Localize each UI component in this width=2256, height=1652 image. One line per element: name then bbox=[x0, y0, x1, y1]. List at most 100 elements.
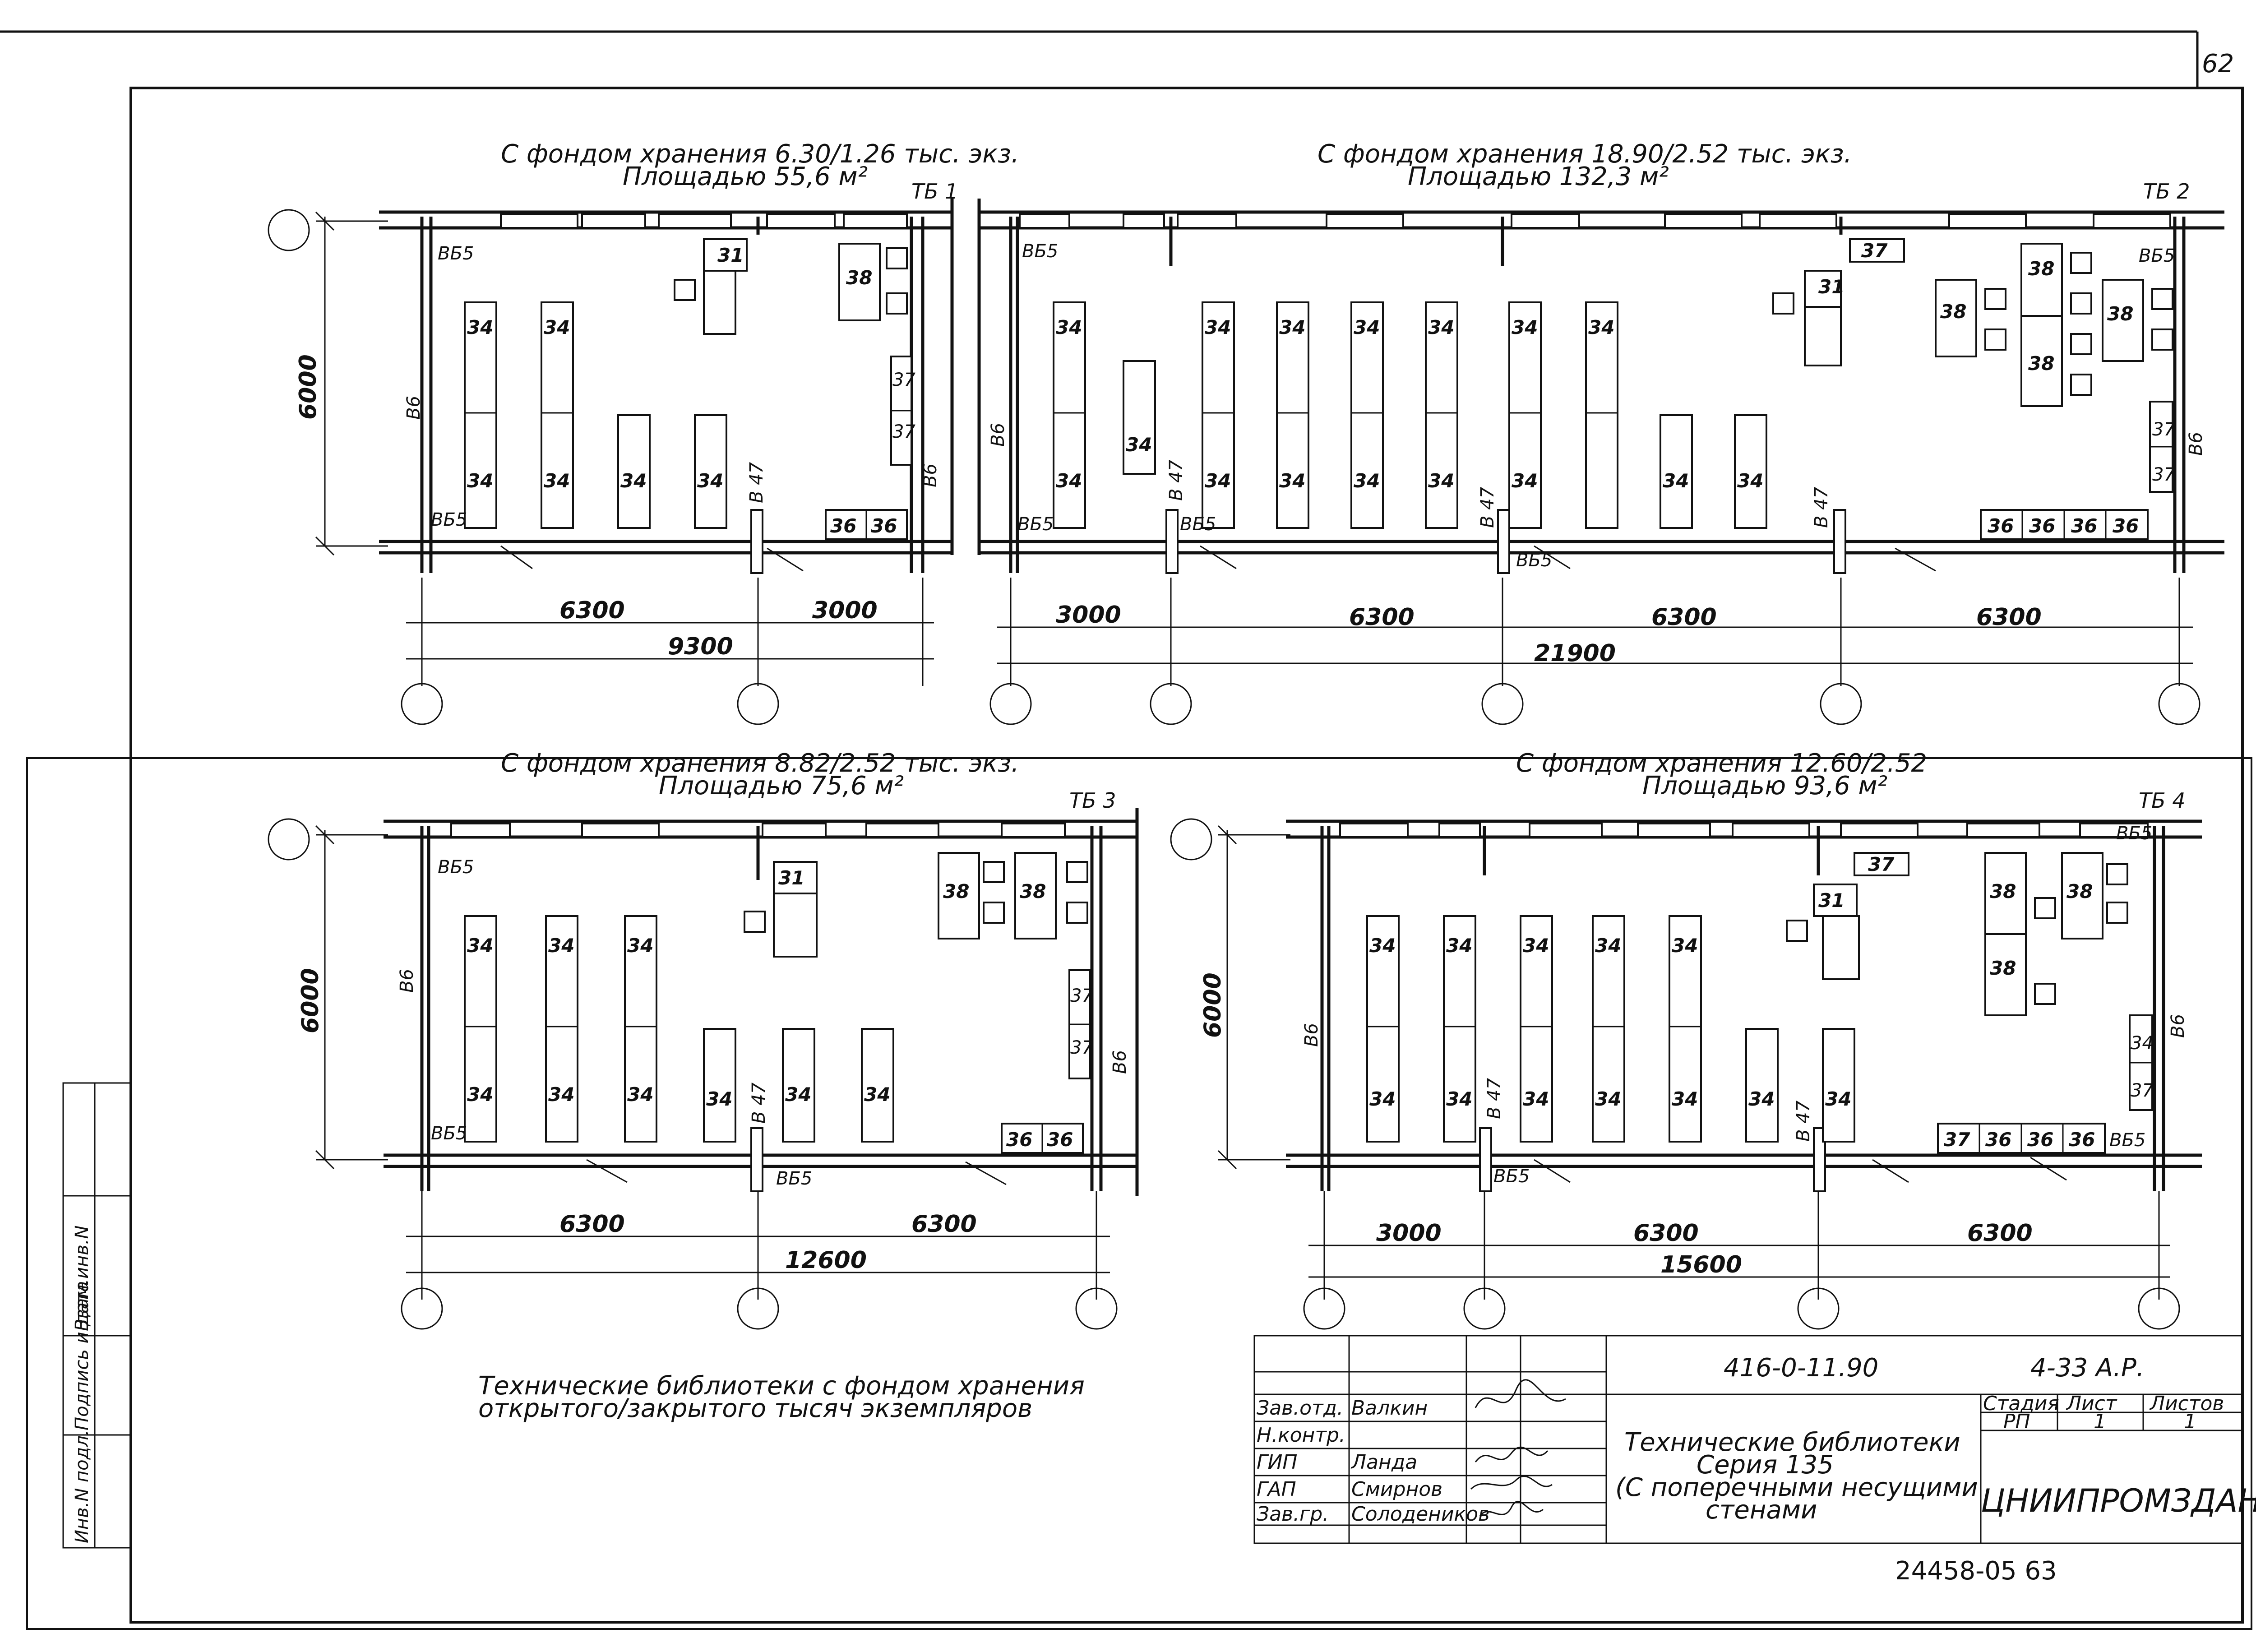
bottom-code: 24458-05 63 bbox=[1895, 1556, 2057, 1586]
plan-tb3-area: Площадью 75,6 м² bbox=[659, 771, 904, 801]
tb4-shelf-8: 34 bbox=[1595, 1088, 1621, 1110]
sheet-value: 1 bbox=[2094, 1410, 2106, 1433]
name-5: Солодеников bbox=[1351, 1503, 1490, 1526]
name-1: Валкин bbox=[1351, 1397, 1428, 1420]
tb4-shelf-12: 34 bbox=[1825, 1088, 1851, 1110]
plan-tb1: С фондом хранения 6.30/1.26 тыс. экз. Пл… bbox=[268, 139, 1019, 725]
tb2-unit-4: 36 bbox=[2113, 515, 2139, 537]
album-code: 4-33 А.Р. bbox=[2030, 1353, 2145, 1383]
description-4: стенами bbox=[1706, 1495, 1817, 1525]
tb2-shelf-9: 34 bbox=[1354, 470, 1380, 492]
role-2: Н.контр. bbox=[1257, 1424, 1345, 1447]
signature-4 bbox=[1470, 1476, 1553, 1490]
tb2-unit-1: 36 bbox=[1988, 515, 2014, 537]
stage-value: РП bbox=[2003, 1410, 2030, 1433]
tb4-dim-3: 6300 bbox=[1967, 1220, 2033, 1247]
tb4-label-v47-1: В 47 bbox=[1484, 1078, 1505, 1119]
tb3-label-vb5-mid: ВБ5 bbox=[776, 1168, 812, 1189]
tb4-shelf-2: 34 bbox=[1369, 1088, 1396, 1110]
tb3-label-vb5-bottom: ВБ5 bbox=[431, 1123, 467, 1144]
plan-tb4: С фондом хранения 12.60/2.52 Площадью 93… bbox=[1170, 749, 2202, 1330]
tb4-cabinet-top: 37 bbox=[1868, 853, 1895, 875]
tb2-unit-3: 36 bbox=[2071, 515, 2097, 537]
tb4-table-2: 38 bbox=[1990, 957, 2016, 979]
description-2: Серия 135 bbox=[1697, 1450, 1834, 1480]
stage-header: Стадия bbox=[1983, 1392, 2059, 1415]
signature-1 bbox=[1475, 1379, 1566, 1408]
tb2-label-v6-left: В6 bbox=[988, 423, 1008, 447]
tb3-desk: 31 bbox=[778, 867, 804, 889]
tb4-shelf-3: 34 bbox=[1446, 935, 1472, 957]
tb4-unit-4: 36 bbox=[2069, 1129, 2095, 1151]
sheets-header: Листов bbox=[2149, 1392, 2224, 1415]
tb3-dim-1: 6300 bbox=[559, 1211, 625, 1238]
tb2-cabinet-1: 37 bbox=[2152, 419, 2175, 440]
tb4-label-v6-right: В6 bbox=[2168, 1014, 2188, 1038]
plan-tb1-tag: ТБ 1 bbox=[911, 179, 958, 204]
tb4-shelf-1: 34 bbox=[1369, 935, 1396, 957]
tb1-shelf-d: 34 bbox=[697, 470, 723, 492]
tb4-shelf-5: 34 bbox=[1523, 935, 1549, 957]
tb4-shelf-4: 34 bbox=[1446, 1088, 1472, 1110]
tb2-shelf-14: 34 bbox=[1588, 316, 1614, 338]
description-3: (С поперечными несущими bbox=[1615, 1473, 1978, 1502]
tb2-label-vb5-4: ВБ5 bbox=[1180, 514, 1216, 535]
side-stamp-sign: Подпись и дата bbox=[72, 1281, 92, 1430]
tb2-label-v6-right: В6 bbox=[2186, 432, 2206, 456]
plan-tb2-title: С фондом хранения 18.90/2.52 тыс. экз. bbox=[1318, 139, 1852, 169]
tb2-shelf-10: 34 bbox=[1428, 316, 1454, 338]
tb4-shelf-9: 34 bbox=[1672, 935, 1698, 957]
plan-tb1-area: Площадью 55,6 м² bbox=[623, 162, 868, 191]
tb1-shelf-c: 34 bbox=[620, 470, 647, 492]
tb1-shelf-b1: 34 bbox=[544, 316, 570, 338]
tb1-desk: 31 bbox=[717, 244, 744, 266]
tb2-table-3: 38 bbox=[2028, 352, 2054, 375]
tb2-label-v47-1: В 47 bbox=[1166, 459, 1187, 501]
tb3-cabinet-2: 37 bbox=[1070, 1037, 1093, 1058]
tb2-dim-total: 21900 bbox=[1534, 640, 1616, 667]
title-block: 416-0-11.90 4-33 А.Р. Зав.отд. Н.контр. … bbox=[1253, 1335, 2256, 1544]
tb1-label-v6-left: В6 bbox=[403, 396, 424, 420]
tb3-unit-1: 36 bbox=[1006, 1129, 1032, 1151]
tb1-unit-2: 36 bbox=[871, 515, 897, 537]
tb4-label-v47-2: В 47 bbox=[1793, 1100, 1814, 1142]
tb2-label-vb5-5: ВБ5 bbox=[1516, 550, 1552, 571]
tb3-dim-2: 6300 bbox=[911, 1211, 977, 1238]
tb2-shelf-16: 34 bbox=[1737, 470, 1763, 492]
signature-3 bbox=[1475, 1446, 1549, 1462]
tb4-cabinet-2: 37 bbox=[2131, 1080, 2154, 1101]
tb4-cabinet-1: 34 bbox=[2131, 1033, 2154, 1054]
plan-tb3-title: С фондом хранения 8.82/2.52 тыс. экз. bbox=[501, 749, 1019, 778]
tb2-dim-4: 6300 bbox=[1976, 604, 2042, 631]
tb3-label-v6-right: В6 bbox=[1110, 1050, 1130, 1074]
side-stamp: Инв.N подл. Подпись и дата Взам.инв.N bbox=[62, 1082, 132, 1549]
tb1-shelf-b2: 34 bbox=[544, 470, 570, 492]
tb1-height-dim: 6000 bbox=[295, 354, 322, 420]
tb2-desk: 31 bbox=[1818, 276, 1845, 298]
tb4-height-dim: 6000 bbox=[1199, 972, 1226, 1038]
tb2-label-vb5-3: ВБ5 bbox=[1017, 514, 1054, 535]
tb2-label-v47-2: В 47 bbox=[1477, 486, 1498, 528]
tb1-dim-1: 6300 bbox=[559, 597, 625, 624]
tb2-table-4: 38 bbox=[2107, 303, 2133, 325]
tb2-cabinet-top: 37 bbox=[1861, 240, 1888, 262]
name-3: Ланда bbox=[1350, 1451, 1417, 1474]
plan-tb2: С фондом хранения 18.90/2.52 тыс. экз. П… bbox=[977, 139, 2224, 725]
tb2-shelf-15: 34 bbox=[1663, 470, 1689, 492]
tb3-cabinet-1: 37 bbox=[1070, 986, 1093, 1006]
tb1-label-vb5-top: ВБ5 bbox=[438, 243, 474, 264]
plan-tb1-title: С фондом хранения 6.30/1.26 тыс. экз. bbox=[501, 139, 1019, 169]
tb4-dim-1: 3000 bbox=[1376, 1220, 1442, 1247]
tb3-shelf-1: 34 bbox=[467, 935, 493, 957]
tb4-table-3: 38 bbox=[2066, 880, 2093, 902]
tb3-dim-total: 12600 bbox=[785, 1247, 867, 1274]
tb2-label-vb5-1: ВБ5 bbox=[1022, 241, 1058, 262]
tb1-label-vb5-bottom: ВБ5 bbox=[431, 509, 467, 530]
role-1: Зав.отд. bbox=[1257, 1397, 1343, 1420]
plan-tb4-tag: ТБ 4 bbox=[2139, 788, 2186, 813]
tb1-dim-total: 9300 bbox=[668, 633, 733, 660]
side-stamp-replace: Взам.инв.N bbox=[72, 1226, 92, 1331]
tb2-shelf-5: 34 bbox=[1205, 470, 1231, 492]
tb3-unit-2: 36 bbox=[1047, 1129, 1073, 1151]
tb2-shelf-6: 34 bbox=[1279, 316, 1305, 338]
